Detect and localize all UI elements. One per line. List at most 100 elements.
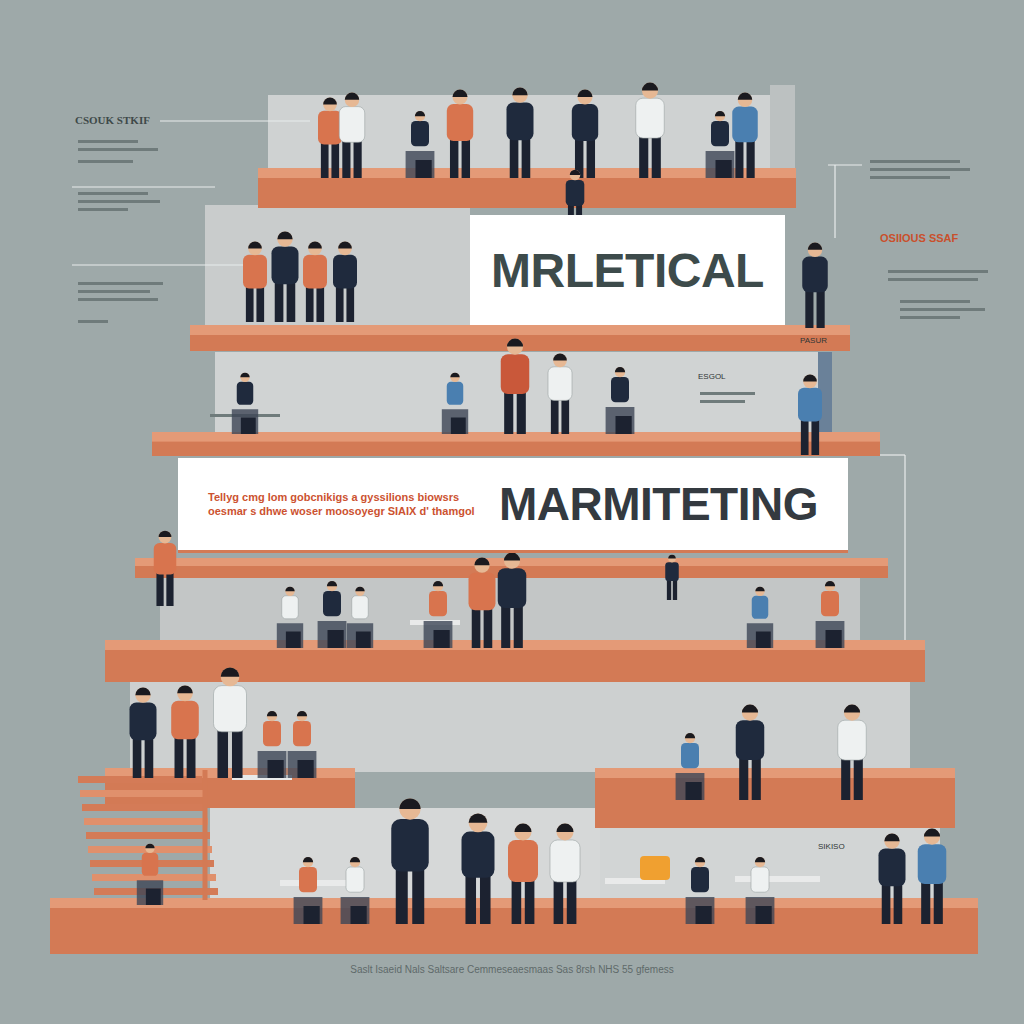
stair-step	[84, 818, 208, 825]
caption-label: OSIIOUS SSAF	[880, 232, 958, 244]
person-figure	[665, 555, 679, 600]
garbled-text-bar	[78, 208, 128, 211]
person-figure	[816, 581, 845, 648]
orange-object	[640, 856, 670, 880]
person-figure	[243, 242, 267, 322]
person-figure	[258, 711, 287, 778]
floor-wall	[215, 352, 825, 434]
garbled-text-bar	[900, 316, 960, 319]
person-figure	[442, 373, 468, 434]
person-figure	[424, 581, 453, 648]
person-figure	[838, 705, 867, 800]
stair-step	[86, 832, 210, 839]
person-figure	[736, 705, 765, 800]
garbled-text-bar	[78, 160, 133, 163]
person-figure	[171, 686, 199, 778]
person-figure	[462, 813, 495, 924]
person-figure	[732, 93, 758, 178]
person-figure	[277, 587, 303, 648]
person-figure	[501, 339, 530, 434]
person-figure	[508, 824, 538, 925]
banner-box: Tellyg cmg lom gobcnikigs a gyssilions b…	[178, 458, 848, 550]
floor-slab	[152, 432, 880, 456]
person-figure	[339, 93, 365, 178]
garbled-text-bar	[78, 320, 108, 323]
leader-line	[160, 120, 310, 121]
leader-line	[880, 454, 905, 455]
floor-slab	[595, 768, 955, 828]
leader-line	[72, 186, 215, 187]
person-figure	[706, 111, 735, 178]
person-figure	[879, 834, 906, 924]
desk	[735, 876, 820, 882]
person-figure	[636, 83, 665, 178]
caption-label: CSOUK STKIF	[75, 114, 150, 126]
leader-line	[904, 455, 905, 640]
person-figure	[318, 581, 347, 648]
garbled-text-bar	[78, 290, 150, 293]
floor-wall	[130, 682, 910, 772]
person-figure	[606, 367, 635, 434]
garbled-text-bar	[870, 168, 970, 171]
person-figure	[294, 857, 323, 924]
stair-step	[82, 804, 206, 811]
person-figure	[154, 531, 177, 606]
floor-wall	[205, 205, 470, 325]
person-figure	[137, 844, 163, 905]
person-figure	[391, 798, 429, 924]
person-figure	[232, 373, 258, 434]
person-figure	[347, 587, 373, 648]
person-figure	[918, 829, 947, 924]
banner-title: MARMITETING	[499, 477, 818, 531]
caption-label: ESGOL	[698, 372, 726, 381]
garbled-text-bar	[870, 176, 950, 179]
person-figure	[130, 688, 157, 778]
caption-label: SIKISO	[818, 842, 845, 851]
person-figure	[572, 90, 598, 178]
person-figure	[550, 824, 580, 925]
banner-body-text: Tellyg cmg lom gobcnikigs a gyssilions b…	[208, 490, 478, 519]
person-figure	[447, 90, 473, 178]
person-figure	[272, 232, 299, 322]
caption-label: Saslt Isaeid Nals Saltsare Cemmeseaesmaa…	[0, 964, 1024, 975]
person-figure	[802, 243, 828, 328]
garbled-text-bar	[700, 392, 755, 395]
person-figure	[676, 733, 705, 800]
garbled-text-bar	[700, 400, 745, 403]
stair-rail	[203, 770, 208, 900]
garbled-text-bar	[78, 298, 158, 301]
floor-slab	[105, 768, 355, 808]
stair-step	[80, 790, 204, 797]
leader-line	[834, 165, 835, 238]
person-figure	[303, 242, 327, 322]
leader-line	[828, 164, 862, 165]
garbled-text-bar	[78, 200, 160, 203]
person-figure	[341, 857, 370, 924]
caption-label: PASUR	[800, 336, 827, 345]
person-figure	[686, 857, 715, 924]
person-figure	[318, 98, 342, 178]
garbled-text-bar	[900, 300, 970, 303]
garbled-text-bar	[888, 270, 988, 273]
person-figure	[288, 711, 317, 778]
banner-title: MRLETICAL	[491, 243, 764, 298]
person-figure	[406, 111, 435, 178]
person-figure	[214, 667, 247, 778]
person-figure	[333, 242, 357, 322]
person-figure	[746, 857, 775, 924]
garbled-text-bar	[900, 308, 985, 311]
floor-wall	[770, 85, 795, 175]
person-figure	[548, 354, 572, 434]
person-figure	[507, 88, 534, 178]
garbled-text-bar	[78, 282, 163, 285]
person-figure	[469, 558, 496, 648]
person-figure	[798, 375, 822, 455]
leader-line	[72, 264, 250, 265]
garbled-text-bar	[870, 160, 960, 163]
person-figure	[747, 587, 773, 648]
garbled-text-bar	[78, 140, 138, 143]
garbled-text-bar	[78, 192, 148, 195]
garbled-text-bar	[888, 278, 978, 281]
banner-box: MRLETICAL	[470, 215, 785, 325]
